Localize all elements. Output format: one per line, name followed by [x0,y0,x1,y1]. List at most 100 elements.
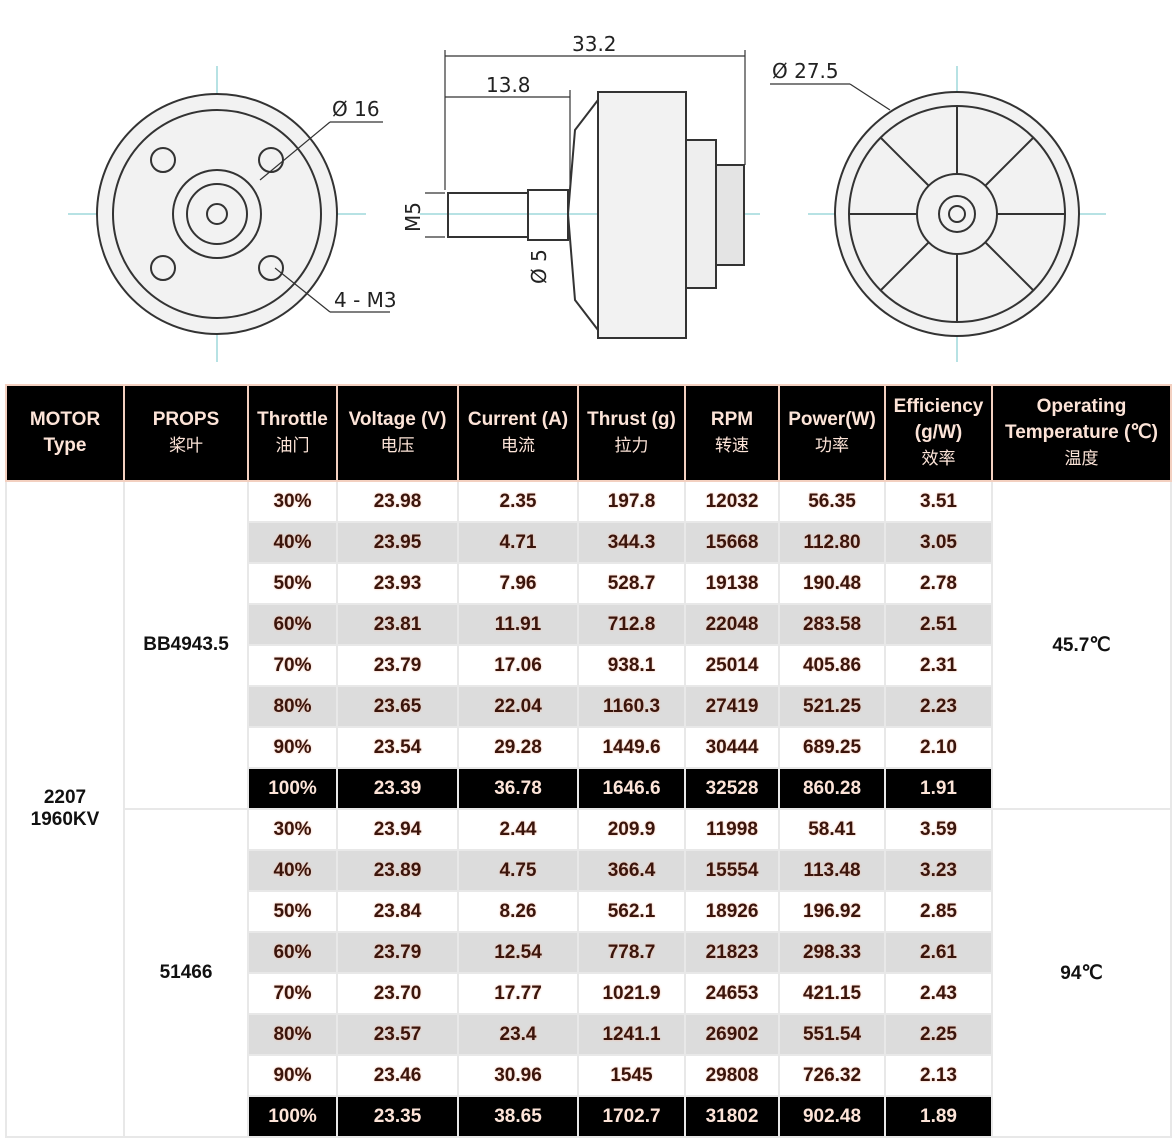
rpm-cell: 19138 [684,562,780,605]
efficiency-cell: 3.05 [884,521,993,564]
thrust-cell: 712.8 [577,603,686,646]
column-header: Operating Temperature (℃)温度 [991,384,1172,482]
rpm-cell: 29808 [684,1054,780,1097]
rpm-cell: 21823 [684,931,780,974]
current-cell: 2.44 [457,808,579,851]
header-label-cn: 桨叶 [169,436,203,455]
column-header: PROPS 桨叶 [123,384,249,482]
current-cell: 29.28 [457,726,579,769]
voltage-cell: 23.81 [336,603,459,646]
power-cell: 405.86 [778,644,886,687]
thrust-cell: 344.3 [577,521,686,564]
column-header: Throttle 油门 [247,384,338,482]
current-cell: 12.54 [457,931,579,974]
throttle-cell: 90% [247,1054,338,1097]
thrust-cell: 1160.3 [577,685,686,728]
power-cell: 902.48 [778,1095,886,1138]
rpm-cell: 15668 [684,521,780,564]
power-cell: 283.58 [778,603,886,646]
voltage-cell: 23.65 [336,685,459,728]
thrust-cell: 528.7 [577,562,686,605]
voltage-cell: 23.35 [336,1095,459,1138]
efficiency-cell: 2.31 [884,644,993,687]
voltage-cell: 23.89 [336,849,459,892]
efficiency-cell: 1.91 [884,767,993,810]
power-cell: 689.25 [778,726,886,769]
power-cell: 58.41 [778,808,886,851]
current-cell: 30.96 [457,1054,579,1097]
header-label: Power(W) [788,409,876,430]
power-cell: 421.15 [778,972,886,1015]
power-cell: 112.80 [778,521,886,564]
bottom-view [96,93,338,335]
throttle-cell: 100% [247,1095,338,1138]
header-label: Efficiency (g/W) [893,396,984,443]
current-cell: 4.75 [457,849,579,892]
bell-diameter-label: Ø 27.5 [772,59,839,83]
voltage-cell: 23.57 [336,1013,459,1056]
header-label: Current (A) [467,409,569,430]
current-cell: 22.04 [457,685,579,728]
efficiency-cell: 2.13 [884,1054,993,1097]
header-label: Thrust (g) [587,409,676,430]
thrust-cell: 1241.1 [577,1013,686,1056]
header-label-cn: 电流 [501,436,535,455]
current-cell: 8.26 [457,890,579,933]
throttle-cell: 30% [247,480,338,523]
efficiency-cell: 2.78 [884,562,993,605]
throttle-cell: 100% [247,767,338,810]
rpm-cell: 31802 [684,1095,780,1138]
current-cell: 38.65 [457,1095,579,1138]
voltage-cell: 23.98 [336,480,459,523]
thrust-cell: 1449.6 [577,726,686,769]
efficiency-cell: 2.51 [884,603,993,646]
header-label: PROPS [152,409,220,430]
header-label: MOTOR Type [29,409,101,456]
power-cell: 113.48 [778,849,886,892]
temperature-cell: 94℃ [991,808,1172,1138]
shaft-thread-label: M5 [401,202,425,232]
performance-table: MOTOR Type PROPS 桨叶 Throttle 油门 Voltage (V)电压… [5,384,1172,1138]
throttle-cell: 40% [247,521,338,564]
rpm-cell: 24653 [684,972,780,1015]
voltage-cell: 23.79 [336,644,459,687]
throttle-cell: 40% [247,849,338,892]
column-header: Voltage (V)电压 [336,384,459,482]
header-label: Throttle [257,409,328,430]
thrust-cell: 209.9 [577,808,686,851]
shaft-diameter-label: Ø 5 [527,249,551,284]
current-cell: 17.77 [457,972,579,1015]
voltage-cell: 23.46 [336,1054,459,1097]
efficiency-cell: 2.10 [884,726,993,769]
efficiency-cell: 2.43 [884,972,993,1015]
header-label-cn: 效率 [921,449,956,468]
power-cell: 521.25 [778,685,886,728]
header-label-cn: 油门 [275,436,310,455]
current-cell: 11.91 [457,603,579,646]
efficiency-cell: 2.23 [884,685,993,728]
power-cell: 726.32 [778,1054,886,1097]
header-label-cn: 功率 [815,436,849,455]
thrust-cell: 197.8 [577,480,686,523]
voltage-cell: 23.93 [336,562,459,605]
header-label-cn: 温度 [1064,449,1099,468]
current-cell: 7.96 [457,562,579,605]
shaft-length-label: 13.8 [486,73,531,97]
power-cell: 56.35 [778,480,886,523]
current-cell: 2.35 [457,480,579,523]
efficiency-cell: 3.23 [884,849,993,892]
rpm-cell: 15554 [684,849,780,892]
side-view [447,91,745,339]
thrust-cell: 778.7 [577,931,686,974]
throttle-cell: 60% [247,603,338,646]
